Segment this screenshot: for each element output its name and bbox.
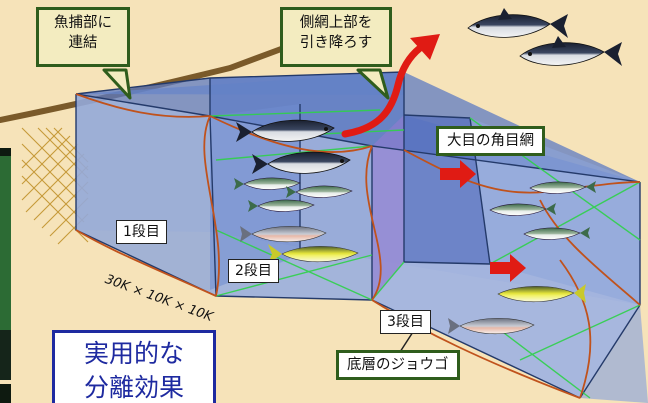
salmon-icon [448, 318, 535, 335]
callout-connect: 魚捕部に 連結 [36, 7, 130, 67]
tuna-icon [236, 119, 335, 142]
mackerel-icon [234, 177, 301, 190]
mackerel-icon [529, 181, 596, 194]
mackerel-icon [248, 199, 315, 212]
practical-line1: 実用的な [83, 339, 184, 368]
callout-lower-line2: 引き降ろす [299, 35, 373, 51]
label-bottom-funnel: 底層のジョウゴ [336, 350, 460, 380]
tuna-icon [252, 151, 351, 174]
callout-connect-line1: 魚捕部に [54, 15, 112, 31]
callout-connect-line2: 連結 [68, 35, 98, 51]
label-stage-3: 3段目 [380, 310, 431, 334]
callout-lower-line1: 側網上部を [299, 15, 373, 31]
practical-effect-box: 実用的な 分離効果 [52, 330, 216, 403]
salmon-icon [240, 226, 327, 243]
practical-line2: 分離効果 [83, 373, 184, 402]
callout-tail-lower [356, 68, 390, 100]
tuna-icon [519, 36, 622, 66]
tuna-icon [467, 8, 568, 38]
callout-lower: 側網上部を 引き降ろす [280, 7, 392, 67]
pass-arrow-upper [440, 160, 476, 188]
label-large-mesh: 大目の角目網 [436, 126, 545, 156]
net-mesh-icon [21, 127, 89, 245]
mackerel-icon [489, 203, 556, 216]
callout-tail-connect [102, 68, 132, 100]
escape-arrow [341, 34, 440, 138]
yellowtail-icon [497, 284, 586, 303]
fish-group [234, 8, 622, 335]
pass-arrow-lower [490, 254, 526, 282]
label-stage-2: 2段目 [228, 259, 279, 283]
mackerel-icon [523, 227, 590, 240]
side-photo-strip [0, 148, 11, 403]
mackerel-icon [286, 185, 353, 198]
label-stage-1: 1段目 [116, 220, 167, 244]
